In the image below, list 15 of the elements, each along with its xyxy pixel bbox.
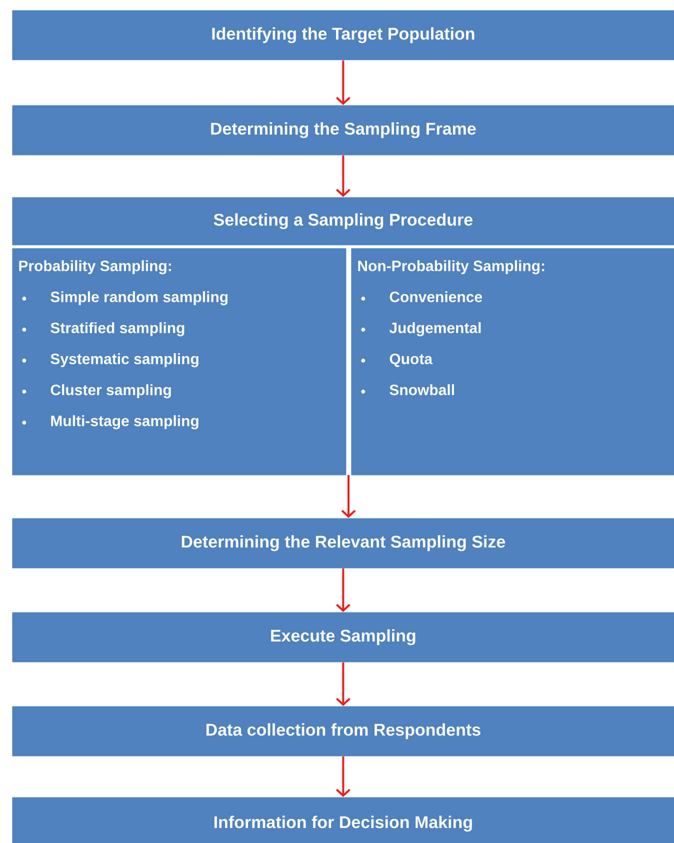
list-panel: Non-Probability Sampling: Convenience Judgemental Quota Snowball: [351, 248, 674, 476]
arrow: [336, 756, 350, 797]
arrow: [336, 662, 350, 706]
step-box: Identifying the Target Population: [12, 10, 674, 60]
step-box: Execute Sampling: [12, 612, 674, 662]
step-box: Determining the Sampling Frame: [12, 105, 674, 156]
arrow: [336, 60, 350, 106]
arrow: [336, 155, 350, 197]
arrow: [341, 475, 356, 518]
step-box: Data collection from Respondents: [12, 706, 674, 756]
arrow: [336, 568, 350, 612]
step-box: Selecting a Sampling Procedure: [12, 197, 674, 246]
list-panel: Probability Sampling: Simple random sampling Stratified sampling Systematic sampling Cluster sampling Multi-stage sampling: [12, 248, 346, 476]
step-box: Information for Decision Making: [12, 797, 674, 843]
step-box: Determining the Relevant Sampling Size: [12, 518, 674, 568]
